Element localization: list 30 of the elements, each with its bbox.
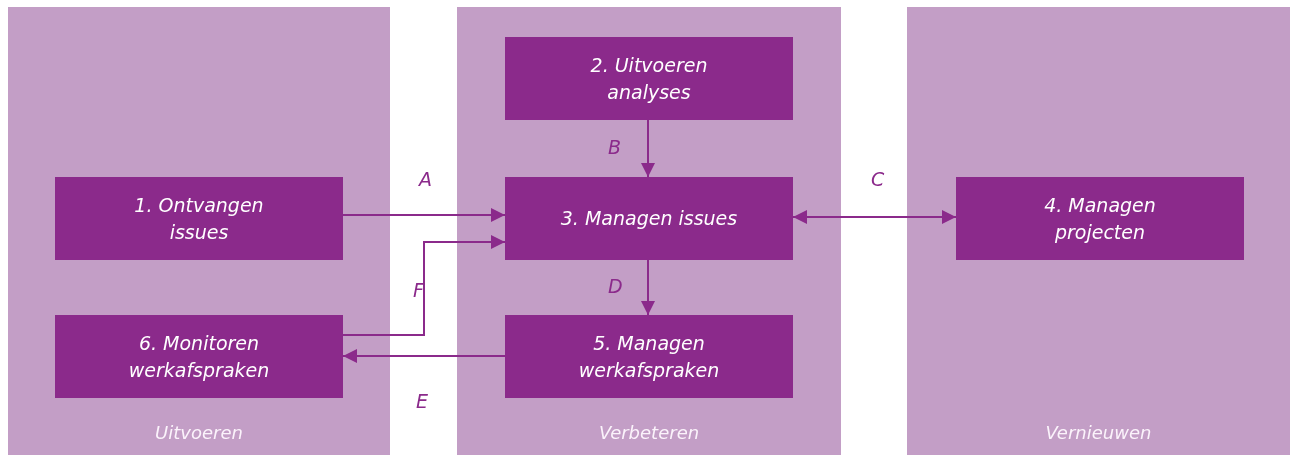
arrow bbox=[641, 119, 655, 178]
process-label: 2. Uitvoeren analyses bbox=[589, 52, 709, 105]
lane-title: Vernieuwen bbox=[1044, 422, 1153, 443]
arrow bbox=[792, 210, 957, 224]
process-box bbox=[956, 177, 1244, 260]
process-label: 1. Ontvangen issues bbox=[133, 192, 265, 245]
edge-label: C bbox=[871, 168, 885, 190]
process-label: 3. Managen issues bbox=[559, 206, 739, 232]
lane-title: Verbeteren bbox=[597, 422, 701, 443]
arrow bbox=[342, 349, 506, 363]
process-box bbox=[505, 37, 793, 120]
edge-label: A bbox=[419, 168, 432, 190]
swimlane-band bbox=[907, 7, 1290, 455]
arrow bbox=[342, 235, 506, 336]
process-label: 5. Managen werkafspraken bbox=[577, 330, 721, 383]
edge-label: E bbox=[416, 390, 428, 412]
edge-label: B bbox=[608, 136, 622, 158]
arrow bbox=[641, 259, 655, 316]
process-label: 4. Managen projecten bbox=[1043, 192, 1157, 245]
lane-title: Uitvoeren bbox=[154, 422, 244, 443]
arrow bbox=[342, 208, 506, 222]
swimlane-band bbox=[457, 7, 841, 455]
process-label: 6. Monitoren werkafspraken bbox=[127, 330, 271, 383]
swimlane-band bbox=[8, 7, 390, 455]
process-box bbox=[55, 315, 343, 398]
edge-label: D bbox=[608, 275, 623, 297]
process-box bbox=[505, 315, 793, 398]
edge-label: F bbox=[413, 279, 424, 301]
process-box bbox=[505, 177, 793, 260]
process-box bbox=[55, 177, 343, 260]
